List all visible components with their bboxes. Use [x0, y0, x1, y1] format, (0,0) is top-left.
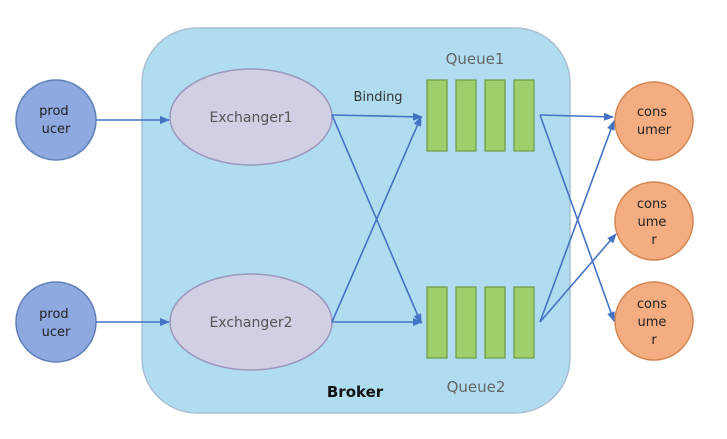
svg-text:prod ucer: prod ucer: [39, 307, 73, 340]
queue-1-slot: [455, 79, 477, 152]
svg-text:cons ume r: cons ume r: [637, 297, 671, 348]
queue-2-slot: [426, 286, 448, 359]
svg-text:cons ume r: cons ume r: [637, 197, 671, 248]
arrow-queue1-consumer3: [539, 114, 615, 322]
queue-2-slot: [513, 286, 535, 359]
exchanger-1: Exchanger1: [169, 68, 333, 166]
arrow-queue2-consumer2: [539, 233, 617, 323]
queue-1-slot: [484, 79, 506, 152]
producer-1-line-2: ucer: [42, 122, 71, 137]
producer-1-line-1: prod: [39, 104, 69, 119]
consumer-1-line-1: cons: [637, 105, 667, 120]
consumer-3: cons ume r: [614, 281, 694, 361]
connection-arrows: [96, 112, 617, 326]
exchanger-2-label: Exchanger2: [209, 315, 292, 331]
arrow-exchanger2-queue1: [331, 116, 422, 323]
consumer-2-line-2: ume: [637, 215, 666, 230]
consumer-3-line-1: cons: [637, 297, 667, 312]
binding-label: Binding: [353, 90, 402, 105]
queue-1: [426, 79, 535, 152]
queue-2-label: Queue2: [447, 378, 506, 396]
exchanger-2: Exchanger2: [169, 273, 333, 371]
consumer-1: cons umer: [614, 81, 694, 161]
arrow-exchanger1-queue1: [331, 112, 423, 121]
arrow-queue2-consumer1: [539, 120, 615, 323]
exchanger-1-label: Exchanger1: [209, 110, 292, 126]
consumer-2: cons ume r: [614, 181, 694, 261]
consumer-3-line-3: r: [651, 333, 657, 348]
broker-label: Broker: [327, 383, 384, 401]
queue-1-slot: [426, 79, 448, 152]
svg-text:cons umer: cons umer: [637, 105, 672, 138]
queue-2-slot: [455, 286, 477, 359]
consumer-1-line-2: umer: [637, 123, 672, 138]
queue-1-label: Queue1: [446, 50, 505, 68]
arrow-queue1-consumer1: [539, 112, 614, 121]
queue-2: [426, 286, 535, 359]
producer-2-line-1: prod: [39, 307, 69, 322]
queue-1-slot: [513, 79, 535, 152]
queue-2-slot: [484, 286, 506, 359]
producer-1: prod ucer: [15, 79, 97, 161]
consumer-3-line-2: ume: [637, 315, 666, 330]
consumer-2-line-3: r: [651, 233, 657, 248]
producer-2-line-2: ucer: [42, 325, 71, 340]
consumer-2-line-1: cons: [637, 197, 667, 212]
producer-2: prod ucer: [15, 281, 97, 363]
svg-text:prod ucer: prod ucer: [39, 104, 73, 137]
